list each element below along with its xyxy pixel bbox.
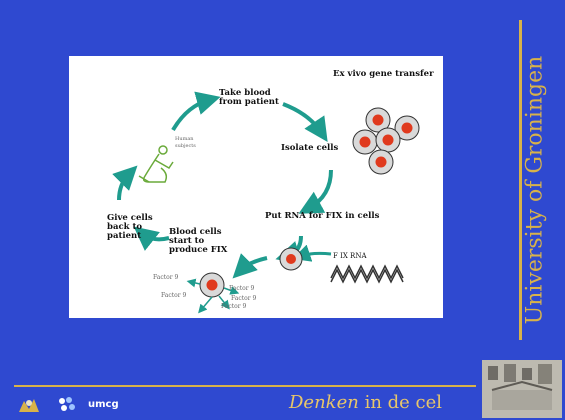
factor-label: Factor 9 (221, 303, 247, 310)
patient-caption: Human subjects (175, 136, 196, 149)
step-give-back: Give cells back to patient (107, 213, 153, 241)
arrow-cell-to-produced (232, 253, 268, 279)
side-divider (519, 20, 522, 340)
factor-label: Factor 9 (153, 274, 179, 281)
arrow-produce-to-give (133, 226, 170, 251)
isolated-cells-cluster (352, 107, 420, 175)
factor-label: Factor 9 (161, 292, 187, 299)
arrow-rna-to-cell (292, 244, 332, 262)
university-title: University of Groningen (522, 55, 548, 325)
rna-label: F IX RNA (333, 252, 367, 260)
cycle-diagram (112, 91, 420, 314)
footer-slogan: Denken in de cel (289, 392, 442, 413)
umcg-logo-icon (59, 397, 75, 411)
factor-label: Factor 9 (231, 295, 257, 302)
arrow-isolate-to-put (298, 169, 333, 214)
footer-slogan-italic: Denken (289, 392, 359, 413)
footer-slogan-rest: in de cel (358, 392, 443, 413)
patient-figure (138, 145, 174, 183)
footer-divider (14, 385, 476, 387)
crest-icon (16, 395, 42, 415)
diagram-panel: Ex vivo gene transfer Take blood from pa… (69, 56, 443, 318)
umcg-logo-text: umcg (88, 399, 119, 410)
step-put-rna: Put RNA for FIX in cells (265, 211, 380, 221)
producing-cell (186, 272, 240, 314)
step-isolate-cells: Isolate cells (281, 143, 339, 153)
factor-label: Factor 9 (229, 285, 255, 292)
step-produce-fix: Blood cells start to produce FIX (169, 227, 228, 255)
rna-strand (330, 264, 404, 280)
step-take-blood: Take blood from patient (219, 88, 279, 107)
arrow-give-to-patient (112, 165, 138, 201)
building-photo-icon (482, 360, 562, 418)
transfected-cell (279, 247, 303, 271)
arrow-take-to-isolate (282, 102, 328, 142)
title-label: Ex vivo gene transfer (333, 69, 434, 79)
arrow-patient-to-take (171, 91, 221, 132)
